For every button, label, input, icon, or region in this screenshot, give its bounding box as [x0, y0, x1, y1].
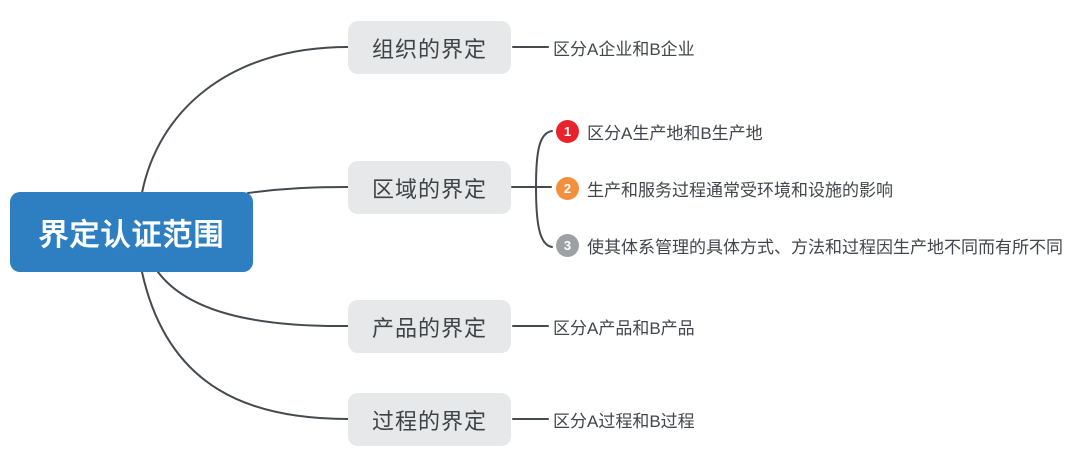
- branch-organization[interactable]: 组织的界定: [348, 21, 511, 74]
- edge-region-brace: [534, 130, 553, 248]
- leaf-product-text: 区分A产品和B产品: [553, 318, 695, 338]
- root-node[interactable]: 界定认证范围: [10, 192, 253, 272]
- leaf-region-item-2-text: 生产和服务过程通常受环境和设施的影响: [587, 180, 893, 200]
- edge-root-to-process: [141, 271, 349, 420]
- badge-1-icon: 1: [556, 119, 579, 143]
- branch-region[interactable]: 区域的界定: [348, 161, 511, 214]
- branch-organization-label: 组织的界定: [371, 36, 487, 62]
- branch-region-label: 区域的界定: [371, 176, 487, 202]
- root-label: 界定认证范围: [38, 219, 225, 252]
- leaf-region-item-1-text: 区分A生产地和B生产地: [587, 123, 763, 143]
- edge-root-to-organization: [141, 46, 349, 194]
- edge-root-to-region: [247, 186, 349, 194]
- edge-root-to-product: [157, 271, 349, 328]
- leaf-region-item-1[interactable]: 1 区分A生产地和B生产地: [556, 119, 763, 143]
- leaf-organization[interactable]: 区分A企业和B企业: [553, 35, 695, 59]
- leaf-organization-text: 区分A企业和B企业: [553, 39, 695, 59]
- branch-product[interactable]: 产品的界定: [348, 300, 511, 353]
- leaf-region-item-3-text: 使其体系管理的具体方式、方法和过程因生产地不同而有所不同: [587, 237, 1063, 257]
- badge-2-icon: 2: [556, 176, 579, 200]
- leaf-region-item-3[interactable]: 3 使其体系管理的具体方式、方法和过程因生产地不同而有所不同: [556, 233, 1063, 257]
- branch-process[interactable]: 过程的界定: [348, 393, 511, 446]
- leaf-product[interactable]: 区分A产品和B产品: [553, 314, 695, 338]
- leaf-process[interactable]: 区分A过程和B过程: [553, 407, 695, 431]
- leaf-region-item-2[interactable]: 2 生产和服务过程通常受环境和设施的影响: [556, 176, 893, 200]
- branch-process-label: 过程的界定: [371, 408, 487, 434]
- branch-product-label: 产品的界定: [371, 315, 487, 341]
- badge-3-icon: 3: [556, 233, 579, 257]
- leaf-process-text: 区分A过程和B过程: [553, 411, 695, 431]
